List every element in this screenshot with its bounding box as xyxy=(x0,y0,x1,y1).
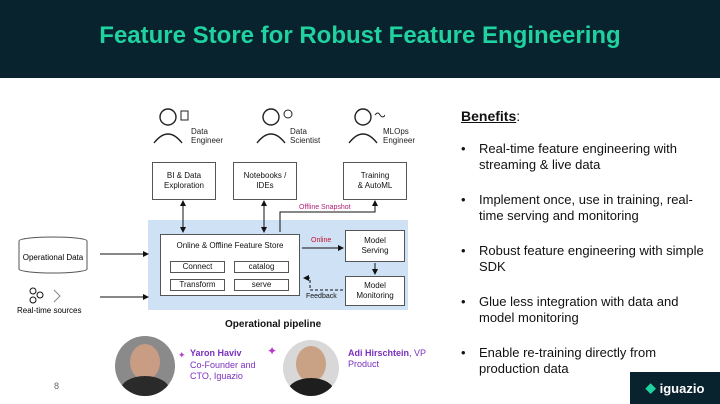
benefit-item: Robust feature engineering with simple S… xyxy=(461,243,711,275)
benefits-title-text: Benefits xyxy=(461,108,517,124)
yaron-role: Co-Founder and CTO, Iguazio xyxy=(190,360,256,381)
tool-notebooks: Notebooks / IDEs xyxy=(233,162,297,200)
operational-data-label: Operational Data xyxy=(22,253,84,262)
yaron-photo xyxy=(115,336,175,396)
realtime-sources-label: Real-time sources xyxy=(17,306,82,315)
mlops-engineer-icon xyxy=(348,108,385,144)
model-monitoring-box: Model Monitoring xyxy=(345,276,405,306)
adi-name: Adi Hirschtein xyxy=(348,348,410,358)
edge-online: Online xyxy=(311,237,332,244)
benefit-item: Glue less integration with data and mode… xyxy=(461,294,711,326)
fs-item-catalog: catalog xyxy=(234,261,289,273)
yaron-name: Yaron Haviv xyxy=(190,348,242,358)
model-serving-box: Model Serving xyxy=(345,230,405,262)
benefits-title: Benefits: xyxy=(461,108,520,124)
diagram-arrows xyxy=(100,200,378,300)
data-scientist-icon xyxy=(256,108,293,144)
brand-icon: ◆ xyxy=(645,380,656,395)
operational-data-icon xyxy=(18,236,88,274)
data-engineer-icon xyxy=(153,108,189,144)
accent-icon: ✦ xyxy=(178,350,186,360)
benefits-title-colon: : xyxy=(516,108,521,124)
adi-photo xyxy=(283,340,339,396)
edge-offline-snapshot: Offline Snapshot xyxy=(299,204,351,211)
fs-item-connect: Connect xyxy=(170,261,225,273)
tool-bi-exploration: BI & Data Exploration xyxy=(152,162,216,200)
benefit-item: Real-time feature engineering with strea… xyxy=(461,141,711,173)
benefit-item: Implement once, use in training, real-ti… xyxy=(461,192,711,224)
adi-role: , VP Product xyxy=(348,348,427,369)
feature-store-title: Online & Offline Feature Store xyxy=(176,241,284,250)
operational-pipeline-label: Operational pipeline xyxy=(225,319,322,330)
brand-text: iguazio xyxy=(659,380,705,396)
fs-item-transform: Transform xyxy=(170,279,225,291)
benefits-list: Real-time feature engineering with strea… xyxy=(461,141,711,396)
accent-icon-2: ✦ xyxy=(267,344,278,358)
realtime-sources-icon xyxy=(29,287,61,304)
fs-item-serve: serve xyxy=(234,279,289,291)
role-data-scientist: Data Scientist xyxy=(290,127,321,145)
tool-training-automl: Training & AutoML xyxy=(343,162,407,200)
adi-caption: Adi Hirschtein, VP Product xyxy=(348,348,426,370)
page-number: 8 xyxy=(54,381,60,391)
role-mlops-engineer: MLOps Engineer xyxy=(383,127,416,145)
edge-feedback: Feedback xyxy=(306,293,337,300)
benefit-item: Enable re-training directly from product… xyxy=(461,345,711,377)
brand-logo: ◆iguazio xyxy=(630,372,720,404)
role-data-engineer: Data Engineer xyxy=(191,127,224,145)
title-banner xyxy=(0,0,720,78)
slide-title: Feature Store for Robust Feature Enginee… xyxy=(99,22,621,49)
